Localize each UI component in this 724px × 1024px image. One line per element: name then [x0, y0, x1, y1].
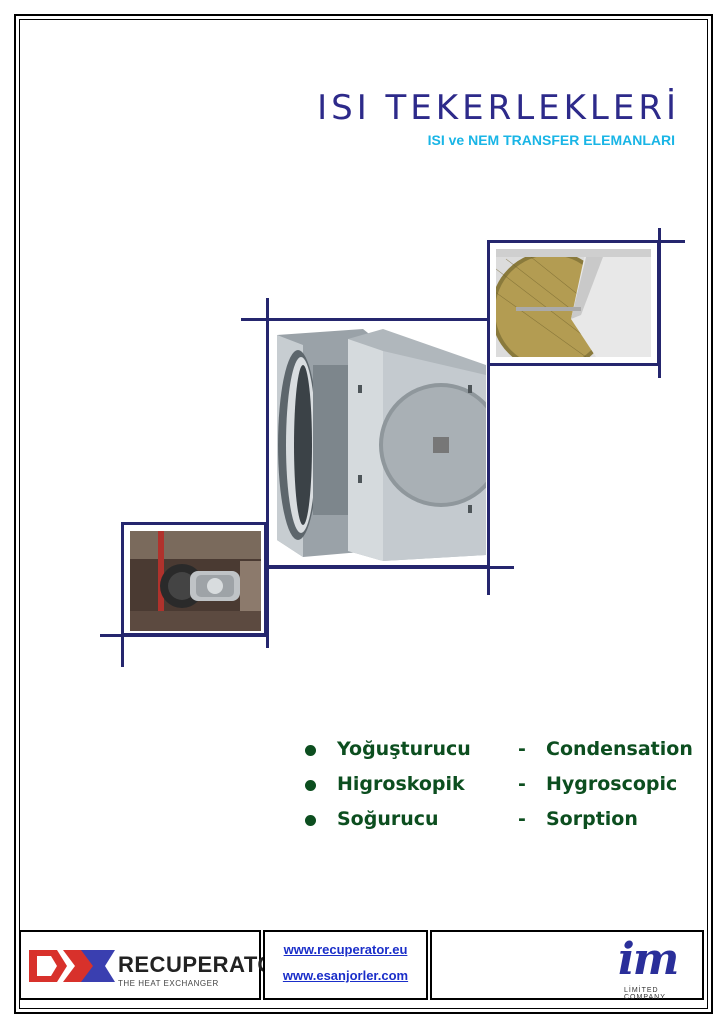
list-item: Soğurucu - Sorption: [305, 808, 705, 843]
feature-tr: Yoğuşturucu: [337, 738, 471, 760]
feature-dash: -: [518, 773, 526, 795]
recuperator-logo-icon: [29, 950, 115, 982]
footer-right-logo-box: im LİMİTED COMPANY: [430, 930, 704, 1001]
bullet-icon: [305, 745, 316, 756]
im-logo-text: im: [618, 934, 679, 985]
heat-wheel-units-photo: [273, 325, 486, 565]
feature-dash: -: [518, 808, 526, 830]
drive-motor-photo: [130, 531, 261, 631]
list-item: Yoğuşturucu - Condensation: [305, 738, 705, 773]
list-item: Higroskopik - Hygroscopic: [305, 773, 705, 808]
page-title: ISI TEKERLEKLERİ: [317, 88, 680, 128]
photo-top-right-frame: [487, 240, 660, 366]
photo-bottom-left-frame: [121, 522, 267, 636]
bullet-icon: [305, 815, 316, 826]
website-link-esanjorler[interactable]: www.esanjorler.com: [282, 968, 409, 983]
bullet-icon: [305, 780, 316, 791]
feature-dash: -: [518, 738, 526, 760]
recuperator-tagline: THE HEAT EXCHANGER: [118, 979, 219, 988]
feature-tr: Soğurucu: [337, 808, 439, 830]
feature-en: Sorption: [546, 808, 638, 830]
feature-en: Condensation: [546, 738, 693, 760]
website-link-recuperator[interactable]: www.recuperator.eu: [283, 942, 408, 957]
footer-links-box: www.recuperator.eu www.esanjorler.com: [263, 930, 428, 1000]
im-tagline: LİMİTED COMPANY: [624, 987, 666, 1001]
heat-wheel-closeup-photo: [496, 249, 651, 357]
feature-list: Yoğuşturucu - Condensation Higroskopik -…: [305, 738, 705, 843]
page-subtitle: ISI ve NEM TRANSFER ELEMANLARI: [427, 132, 675, 148]
page-outer-border: [14, 14, 713, 1014]
feature-en: Hygroscopic: [546, 773, 678, 795]
photo-main-frame: [266, 318, 490, 568]
feature-tr: Higroskopik: [337, 773, 465, 795]
recuperator-logo-text: RECUPERATOR: [118, 952, 292, 977]
page-inner-border: [19, 19, 708, 1009]
footer-left-logo-box: RECUPERATOR THE HEAT EXCHANGER: [19, 930, 291, 1000]
